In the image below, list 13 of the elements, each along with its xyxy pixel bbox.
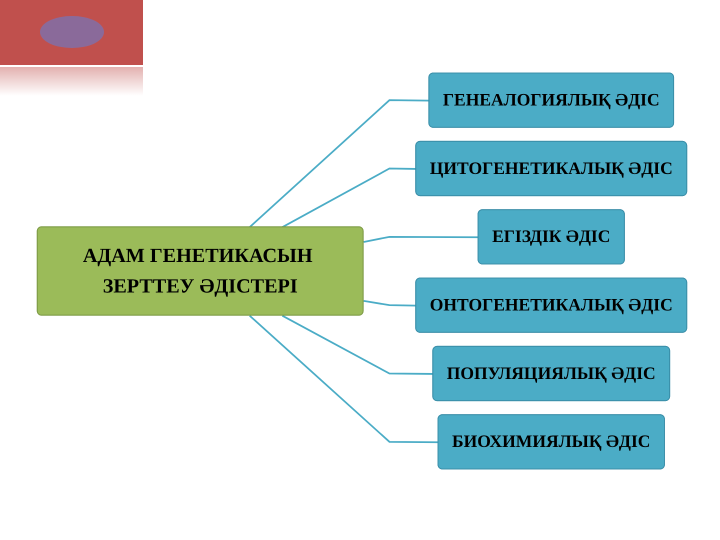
method-box: ЕГІЗДІК ӘДІС — [478, 209, 625, 264]
connector-line — [363, 236, 479, 243]
method-box: ГЕНЕАЛОГИЯЛЫҚ ӘДІС — [428, 72, 674, 128]
method-box: ЦИТОГЕНЕТИКАЛЫҚ ӘДІС — [415, 140, 688, 196]
connector-line — [282, 168, 416, 228]
topic-box: АДАМ ГЕНЕТИКАСЫН ЗЕРТТЕУ ӘДІСТЕРІ — [36, 226, 364, 316]
connector-line — [282, 314, 434, 375]
connector-line — [249, 315, 438, 444]
method-box: ОНТОГЕНЕТИКАЛЫҚ ӘДІС — [415, 278, 688, 333]
method-box: ПОПУЛЯЦИЯЛЫҚ ӘДІС — [432, 346, 670, 402]
connector-line — [363, 300, 416, 306]
connector-line — [249, 99, 430, 228]
method-box: БИОХИМИЯЛЫҚ ӘДІС — [438, 414, 665, 470]
